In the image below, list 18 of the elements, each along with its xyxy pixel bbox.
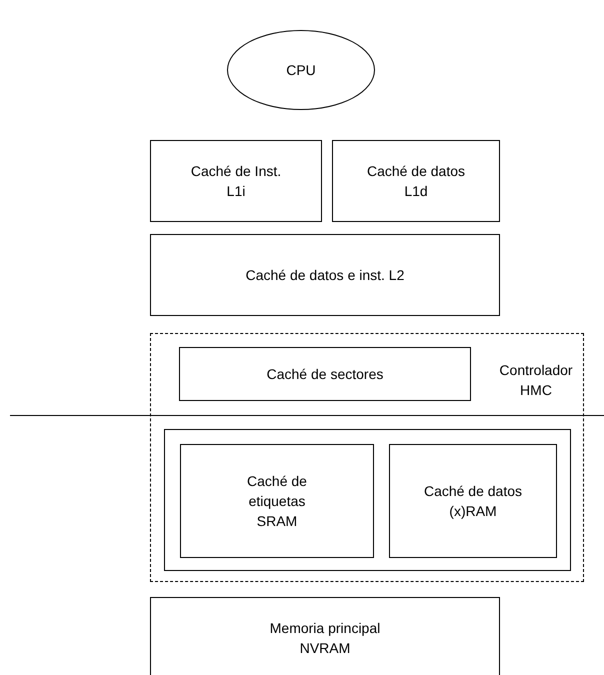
node-text: Controlador HMC — [498, 361, 574, 400]
memory-box — [150, 597, 500, 675]
cache-box — [180, 444, 374, 558]
controller-region — [150, 333, 584, 582]
node-text: Caché de Inst. L1i — [190, 162, 282, 201]
node-text: CPU — [286, 61, 316, 80]
node-text: Caché de datos L1d — [366, 162, 466, 201]
node-text: Caché de datos e inst. L2 — [246, 266, 404, 285]
cache-box — [179, 347, 471, 401]
node-text: Caché de datos (x)RAM — [422, 482, 524, 521]
node-text: Caché de sectores — [266, 365, 384, 384]
node-text: Caché de etiquetas SRAM — [246, 472, 308, 531]
cache-box — [150, 234, 500, 316]
node-text: Memoria principal NVRAM — [268, 618, 382, 658]
memory-box — [164, 429, 571, 571]
cache-box — [150, 140, 322, 222]
cache-box — [389, 444, 557, 558]
cache-box — [332, 140, 500, 222]
